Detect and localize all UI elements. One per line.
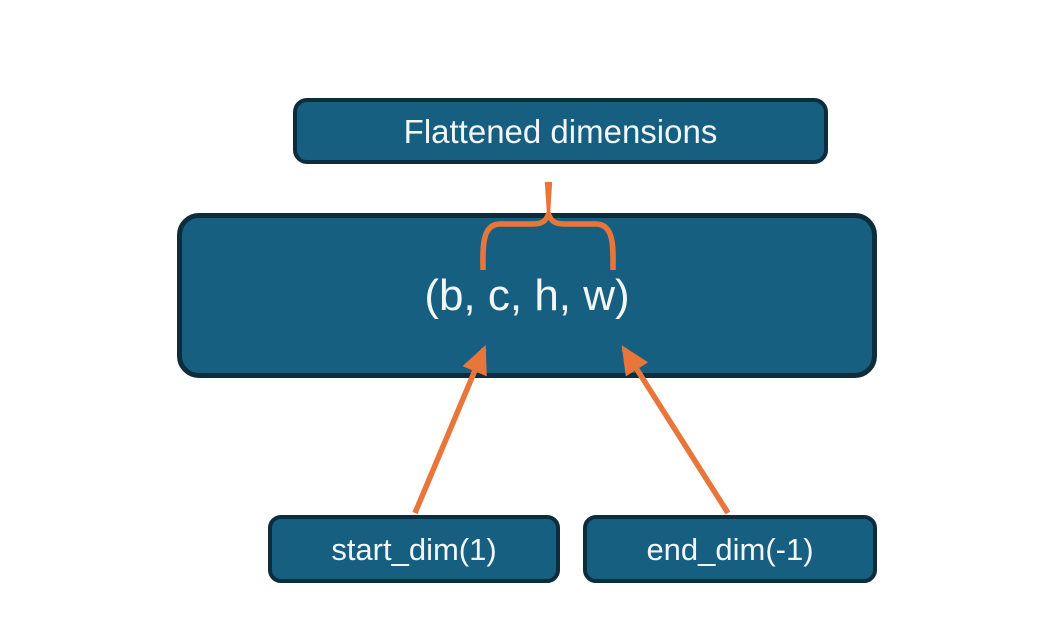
end-dim-box: end_dim(-1) (583, 515, 877, 583)
flattened-dimensions-box: Flattened dimensions (293, 98, 828, 164)
start-dim-box: start_dim(1) (268, 515, 560, 583)
tensor-shape-box: (b, c, h, w) (177, 213, 877, 378)
tensor-shape-label: (b, c, h, w) (424, 270, 630, 320)
flattened-dimensions-label: Flattened dimensions (403, 112, 718, 150)
end-dim-label: end_dim(-1) (646, 531, 814, 567)
start-dim-label: start_dim(1) (331, 531, 497, 567)
brace-stem-icon (544, 182, 553, 213)
